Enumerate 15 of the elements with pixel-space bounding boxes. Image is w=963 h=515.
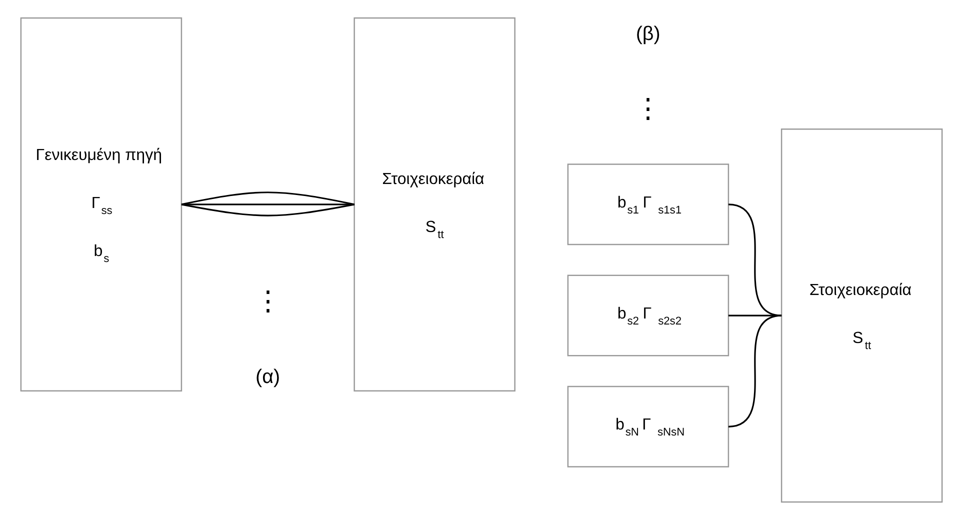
- connector: [181, 192, 354, 206]
- label: (α): [256, 366, 280, 388]
- node-box: b$_{s2}$ Γ$_{s2s2}$: [567, 274, 730, 356]
- node-box: b$_{s1}$ Γ$_{s1s1}$: [567, 164, 730, 246]
- label: (β): [636, 22, 660, 45]
- connector: [181, 204, 354, 216]
- label: ⋮: [254, 285, 282, 316]
- node-box: Στοιχειοκεραία S$_{tt}$: [354, 17, 516, 392]
- connector: [728, 314, 782, 316]
- label: ⋮: [634, 92, 662, 124]
- node-box: b$_{sN}$ Γ$_{sNsN}$: [567, 386, 730, 468]
- node-box: Γενικευμένη πηγή Γ$_{ss}$ b$_{s}$: [20, 17, 182, 392]
- node-box: Στοιχειοκεραία S$_{tt}$: [780, 128, 943, 503]
- connector: [728, 204, 782, 316]
- connector: [728, 314, 782, 428]
